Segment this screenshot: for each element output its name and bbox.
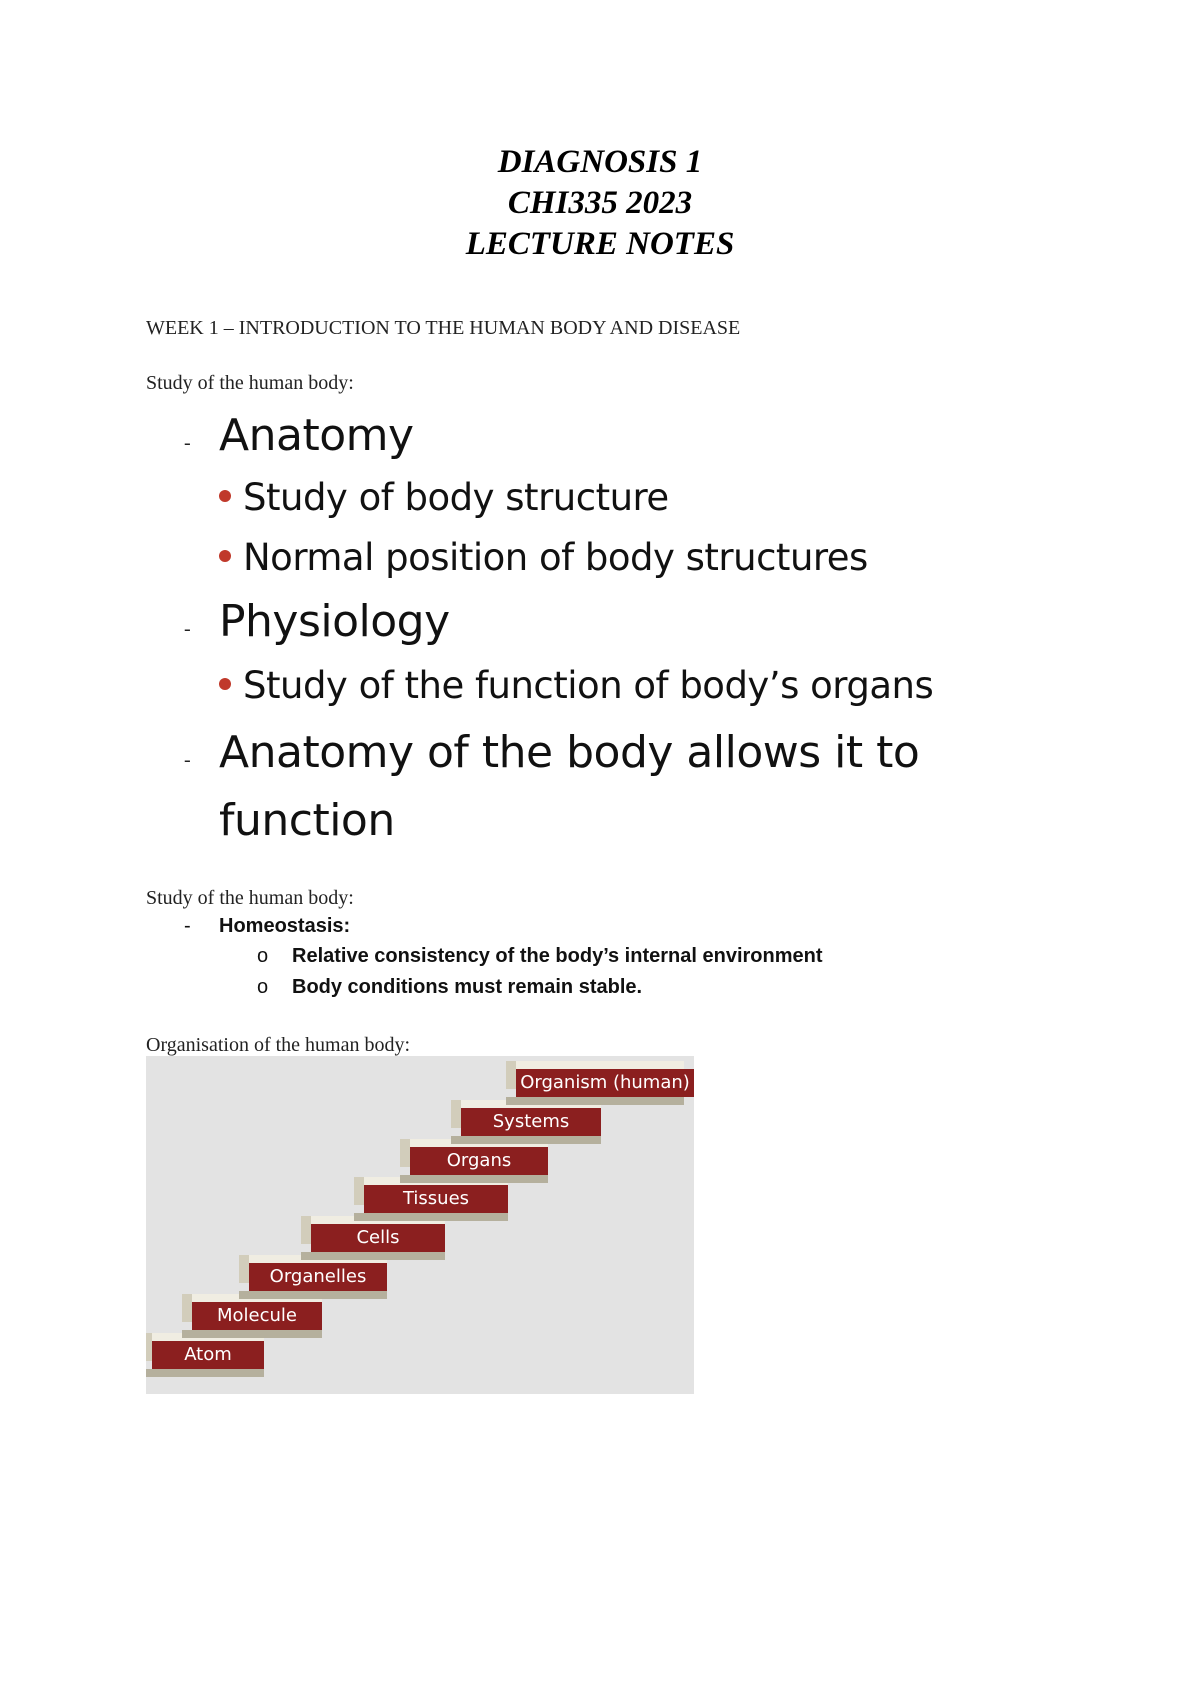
sub-bullet-icon: o [257, 976, 269, 998]
section-label-study-2: Study of the human body: [146, 887, 354, 909]
week-heading: WEEK 1 – INTRODUCTION TO THE HUMAN BODY … [146, 317, 741, 339]
list-dash: - [184, 915, 191, 937]
title-line-code: CHI335 2023 [507, 185, 693, 221]
homeostasis-point: Relative consistency of the body’s inter… [292, 945, 823, 967]
bullet-icon [219, 489, 231, 502]
anatomy-function-heading-cont: function [219, 795, 395, 846]
anatomy-function-heading: Anatomy of the body allows it to [219, 727, 920, 778]
homeostasis-point: Body conditions must remain stable. [292, 976, 643, 998]
document-title: DIAGNOSIS 1 CHI335 2023 LECTURE NOTES [0, 142, 1200, 265]
list-dash: - [184, 432, 191, 454]
bullet-text: Study of the function of body’s organs [243, 664, 934, 707]
bullet-icon [219, 677, 231, 690]
organisation-staircase-figure: Atom Molecule Organelles Cells Tissues O… [146, 1056, 694, 1394]
list-dash: - [184, 749, 191, 771]
section-label-organisation: Organisation of the human body: [146, 1034, 411, 1056]
physiology-heading: Physiology [219, 596, 450, 647]
title-line-notes: LECTURE NOTES [465, 226, 735, 262]
list-dash: - [184, 618, 191, 640]
sub-bullet-icon: o [257, 945, 269, 967]
homeostasis-term: Homeostasis: [219, 915, 351, 937]
bullet-text: Study of body structure [243, 476, 669, 519]
bullet-text: Normal position of body structures [243, 536, 868, 579]
section-label-study-1: Study of the human body: [146, 372, 354, 394]
bullet-icon [219, 549, 231, 562]
title-line-course: DIAGNOSIS 1 [497, 144, 703, 180]
anatomy-heading: Anatomy [219, 410, 414, 461]
